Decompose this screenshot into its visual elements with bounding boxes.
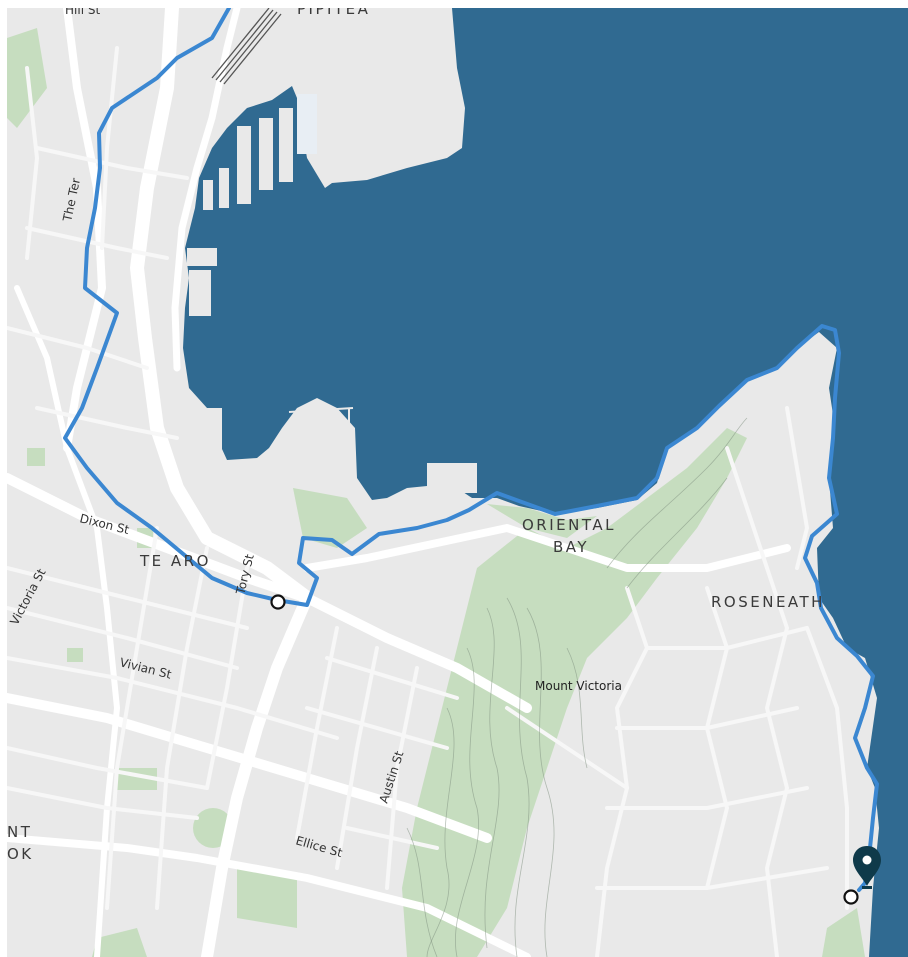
- railway: [211, 8, 282, 85]
- roads-minor: [7, 46, 849, 957]
- marina: [288, 407, 354, 478]
- roads-major: [7, 8, 791, 957]
- label-pipitea: PIPITEA: [297, 8, 370, 18]
- label-te-aro: TE ARO: [139, 552, 211, 570]
- label-mount-cook-2: OK: [7, 845, 34, 863]
- label-hill-st: Hill St: [65, 8, 100, 17]
- map-canvas[interactable]: Hill St PIPITEA The Ter Dixon St TE ARO …: [7, 8, 908, 957]
- label-mount-victoria: Mount Victoria: [535, 679, 622, 693]
- waypoint-circle-icon[interactable]: [270, 594, 286, 610]
- wharves: [187, 94, 477, 493]
- waypoint-circle-icon[interactable]: [843, 889, 859, 905]
- label-mount-cook-1: NT: [7, 823, 32, 841]
- route-line: [63, 8, 879, 892]
- label-oriental-bay-2: BAY: [553, 538, 589, 556]
- contours: [406, 417, 748, 957]
- label-roseneath: ROSENEATH: [711, 593, 825, 611]
- label-oriental-bay-1: ORIENTAL: [522, 516, 616, 534]
- map-svg[interactable]: Hill St PIPITEA The Ter Dixon St TE ARO …: [7, 8, 908, 957]
- map-pin-icon[interactable]: [853, 846, 881, 889]
- harbour-water: [183, 8, 908, 957]
